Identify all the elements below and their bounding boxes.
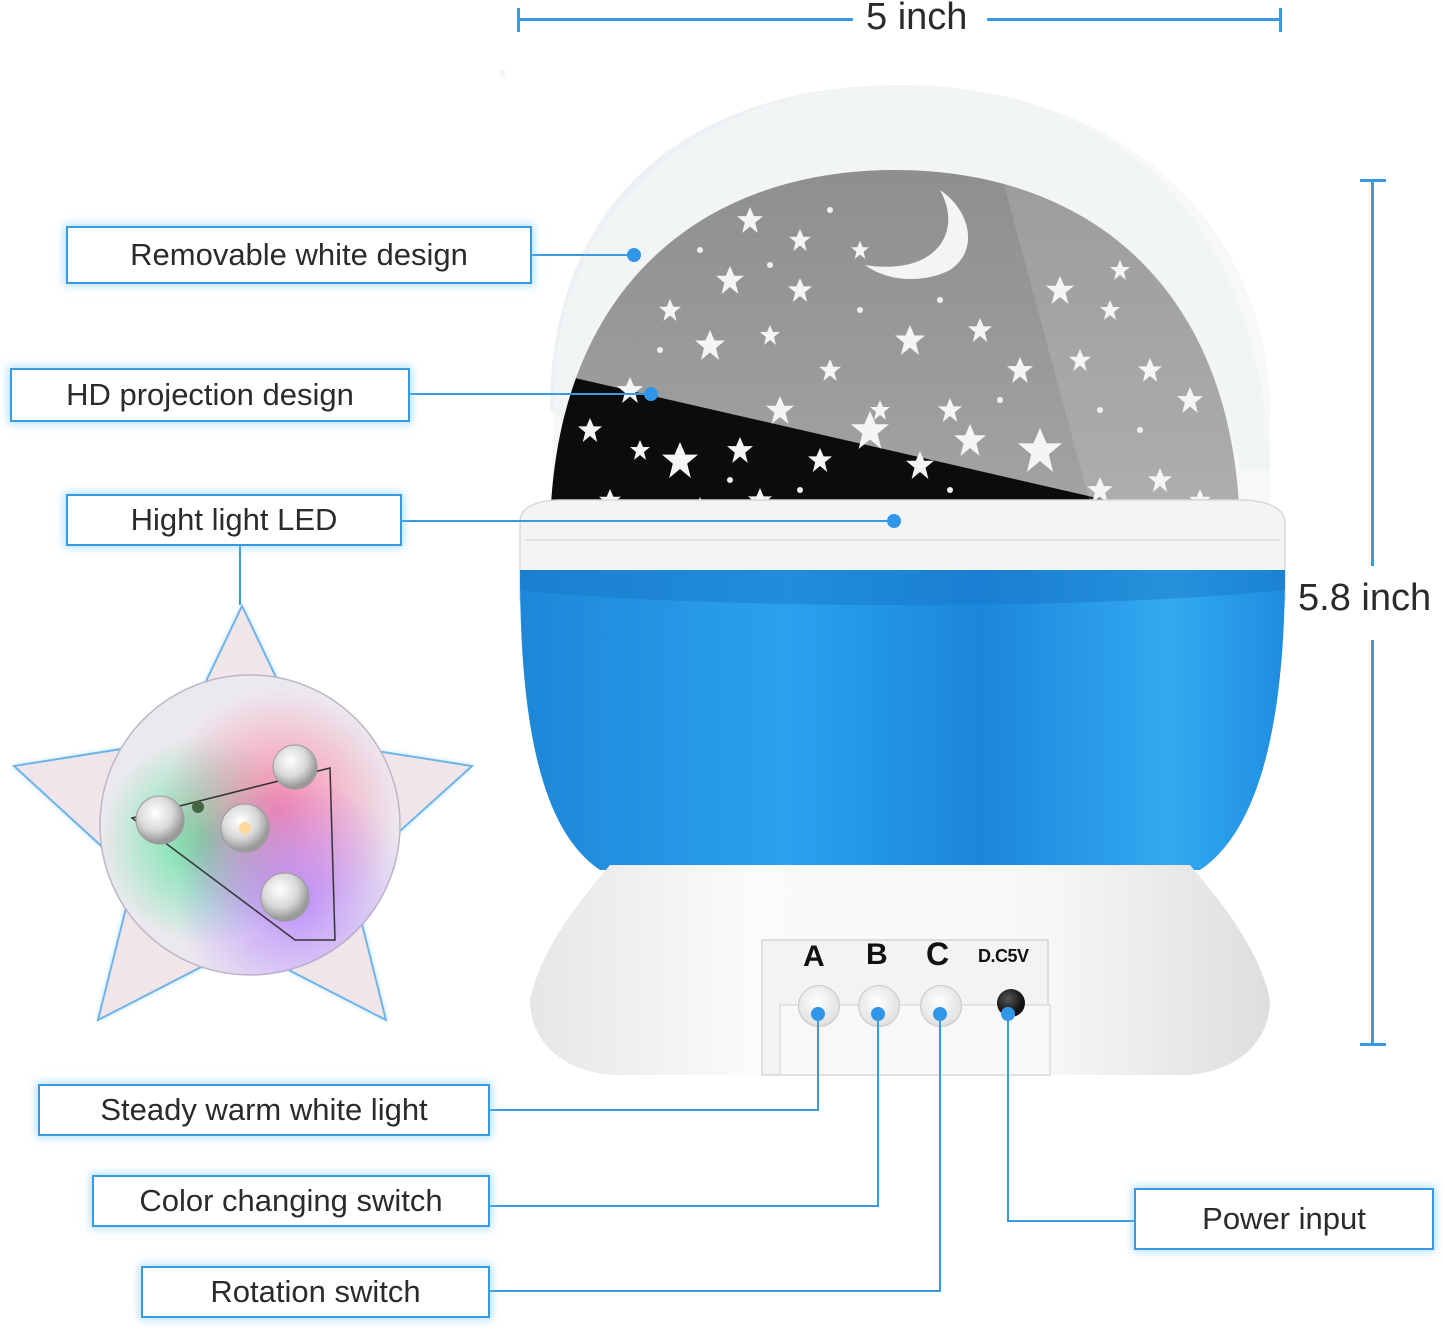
callout-line-b-horizontal [488, 1205, 879, 1207]
callout-line-removable [530, 254, 634, 256]
callout-rotation-switch: Rotation switch [141, 1266, 490, 1318]
width-dimension-line-left [517, 18, 853, 21]
callout-removable-white-design: Removable white design [66, 226, 532, 284]
star-cutouts [500, 70, 1211, 535]
led-star-inset [10, 600, 480, 1030]
callout-line-a-vertical [817, 1014, 819, 1111]
height-dimension-line-top [1371, 179, 1374, 566]
callout-line-led-star [239, 545, 241, 605]
callout-line-a-horizontal [488, 1109, 819, 1111]
button-a-label: A [803, 940, 825, 973]
width-dimension-label: 5 inch [866, 0, 968, 38]
led-lens-top [272, 744, 318, 790]
callout-color-changing-switch: Color changing switch [92, 1175, 490, 1227]
callout-high-light-led: Hight light LED [66, 494, 402, 546]
width-dimension-line-right [987, 18, 1281, 21]
callout-line-led [400, 520, 894, 522]
height-dimension-line-bottom [1371, 640, 1374, 1045]
moon-cutout [865, 190, 969, 280]
callout-power-input: Power input [1134, 1188, 1434, 1250]
button-b-label: B [866, 938, 888, 971]
blue-body [520, 570, 1285, 870]
callout-line-c-horizontal [488, 1290, 941, 1292]
button-c-label: C [926, 936, 950, 972]
callout-line-hd [408, 393, 651, 395]
width-dimension-right-cap [1279, 8, 1282, 32]
height-dimension-bottom-cap [1360, 1043, 1386, 1046]
callout-dot-hd [644, 387, 658, 401]
height-dimension-label: 5.8 inch [1298, 577, 1432, 619]
led-lens-left [135, 795, 185, 845]
callout-line-power-vertical [1007, 1014, 1009, 1222]
power-label: D.C5V [978, 946, 1029, 966]
callout-dot-led [887, 514, 901, 528]
led-pcb [130, 767, 336, 941]
callout-steady-warm-white-light: Steady warm white light [38, 1084, 490, 1136]
star-projector-lamp [500, 70, 1300, 1080]
led-lens-bottom [260, 872, 310, 922]
callout-hd-projection-design: HD projection design [10, 368, 410, 422]
callout-line-c-vertical [939, 1014, 941, 1292]
callout-line-b-vertical [877, 1014, 879, 1207]
lamp-illustration [500, 70, 1286, 1076]
callout-dot-removable [627, 248, 641, 262]
callout-line-power-horizontal [1007, 1220, 1135, 1222]
